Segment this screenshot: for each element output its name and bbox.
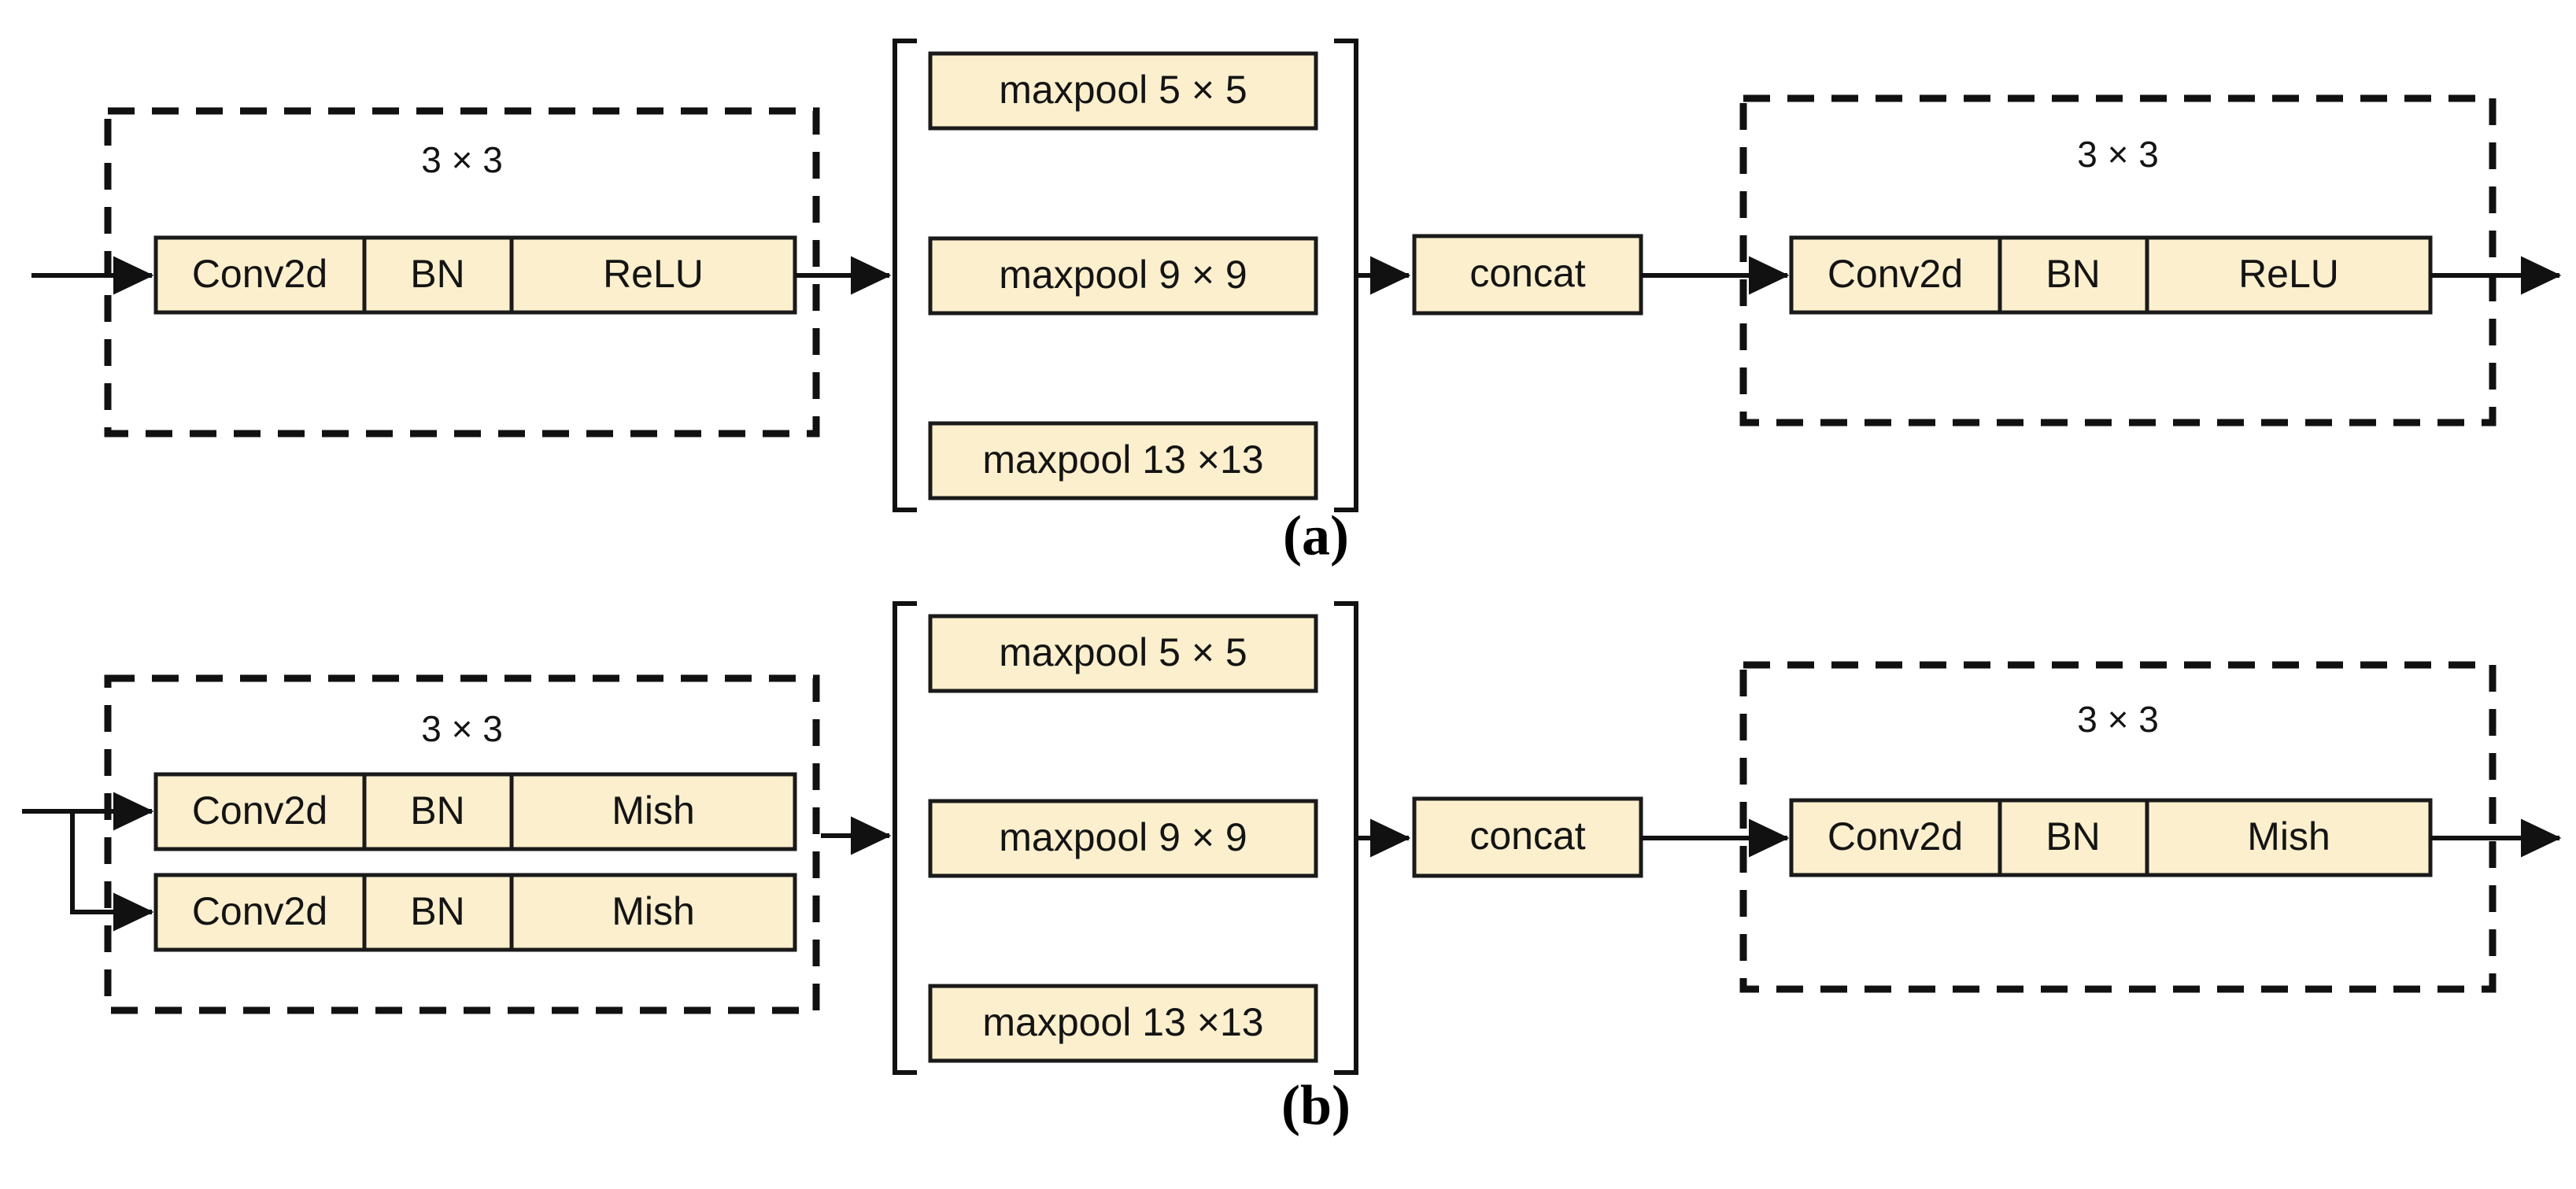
panel-a-left-kernel-label: 3 × 3 (421, 139, 503, 180)
panel-b-pool-box-1[interactable] (928, 799, 1318, 878)
panel-b-right-conv-row: Conv2d BN Mish (1789, 798, 2433, 877)
panel-a-left-cell-bn-label: BN (410, 252, 464, 296)
panel-b-right-kernel-label: 3 × 3 (2077, 699, 2159, 740)
panel-a-left-cell-bn[interactable] (362, 235, 514, 315)
panel-b-left-kernel-label: 3 × 3 (421, 708, 503, 749)
panel-b-left-group-border (104, 674, 820, 1014)
panel-a-pool-box-2[interactable] (928, 421, 1318, 500)
panel-b-left-row1-cell-conv2d[interactable] (153, 772, 367, 851)
panel-b-pool-box-2[interactable] (928, 984, 1318, 1063)
panel-a-right-conv-row: Conv2d BN ReLU (1789, 235, 2433, 315)
panel-b-left-conv-row-2: Conv2d BN Mish (153, 873, 797, 952)
panel-a-right-cell-conv2d-label: Conv2d (1828, 252, 1963, 296)
panel-b-right-cell-mish-label: Mish (2247, 814, 2330, 859)
panel-a-pool-items: maxpool 5 × 5 maxpool 9 × 9 maxpool 13 ×… (928, 51, 1318, 500)
panel-b-pool-box-0[interactable] (928, 614, 1318, 693)
panel-b-pool-bracket-left (893, 601, 917, 1075)
panel-b-right-group-border (1739, 661, 2497, 993)
panel-b-pool-label-1: maxpool 9 × 9 (999, 815, 1247, 859)
panel-b-left-row1-cell-bn-label: BN (410, 788, 464, 833)
panel-b-right-cell-conv2d[interactable] (1789, 798, 2002, 877)
panel-a-left-conv-row: Conv2d BN ReLU (153, 235, 797, 315)
panel-a-left-cell-relu-label: ReLU (603, 252, 704, 296)
panel-b-left-row1-cell-mish-label: Mish (612, 788, 695, 833)
panel-b-left-row2-cell-conv2d[interactable] (153, 873, 367, 952)
panel-b-left-row2-cell-conv2d-label: Conv2d (192, 889, 327, 933)
panel-a-right-group-border (1739, 94, 2497, 426)
panel-a-pool-label-1: maxpool 9 × 9 (999, 253, 1247, 297)
panel-b-left-row2-cell-mish-label: Mish (612, 889, 695, 933)
panel-b-left-row2-cell-bn-label: BN (410, 889, 464, 933)
panel-a-pool-label-0: maxpool 5 × 5 (999, 68, 1247, 112)
panel-a-pool-bracket-left (893, 39, 917, 512)
panel-a: 3 × 3 Conv2d BN ReLU maxpool 5 × 5 (31, 39, 2562, 567)
panel-a-caption: (a) (1283, 504, 1349, 567)
panel-a-right-kernel-label: 3 × 3 (2077, 134, 2159, 175)
panel-a-pool-label-2: maxpool 13 ×13 (982, 438, 1263, 482)
panel-b-left-conv-row-1: Conv2d BN Mish (153, 772, 797, 851)
panel-b-left-row1-cell-bn[interactable] (362, 772, 514, 851)
panel-a-right-cell-conv2d[interactable] (1789, 235, 2002, 315)
panel-b-left-row2-cell-bn[interactable] (362, 873, 514, 952)
panel-b-caption: (b) (1281, 1074, 1351, 1137)
panel-b-left-row1-cell-conv2d-label: Conv2d (192, 788, 327, 833)
panel-a-right-cell-bn[interactable] (1998, 235, 2149, 315)
panel-b-left-row1-cell-mish[interactable] (509, 772, 797, 851)
panel-a-left-group-border (104, 107, 820, 438)
panel-a-left-cell-conv2d-label: Conv2d (192, 252, 327, 296)
panel-b-right-cell-conv2d-label: Conv2d (1828, 814, 1963, 859)
panel-b-pool-label-0: maxpool 5 × 5 (999, 630, 1247, 674)
panel-a-right-cell-relu-label: ReLU (2238, 252, 2339, 296)
panel-b-pool-items: maxpool 5 × 5 maxpool 9 × 9 maxpool 13 ×… (928, 614, 1318, 1063)
panel-b-pool-label-2: maxpool 13 ×13 (982, 1000, 1263, 1044)
panel-a-concat-label: concat (1469, 251, 1585, 295)
panel-b-pool-bracket-right (1334, 601, 1358, 1075)
panel-b-right-cell-bn-label: BN (2046, 814, 2100, 859)
panel-a-left-cell-relu[interactable] (509, 235, 797, 315)
panel-b: 3 × 3 Conv2d BN Mish Conv2d BN Mish (22, 601, 2562, 1137)
panel-a-pool-box-0[interactable] (928, 51, 1318, 131)
panel-b-concat-label: concat (1469, 814, 1585, 858)
panel-a-right-cell-relu[interactable] (2145, 235, 2433, 315)
panel-b-branch-arrow (70, 811, 154, 932)
panel-b-left-row2-cell-mish[interactable] (509, 873, 797, 952)
panel-a-pool-bracket-right (1334, 39, 1358, 512)
panel-a-right-cell-bn-label: BN (2046, 252, 2100, 296)
panel-a-pool-box-1[interactable] (928, 236, 1318, 316)
